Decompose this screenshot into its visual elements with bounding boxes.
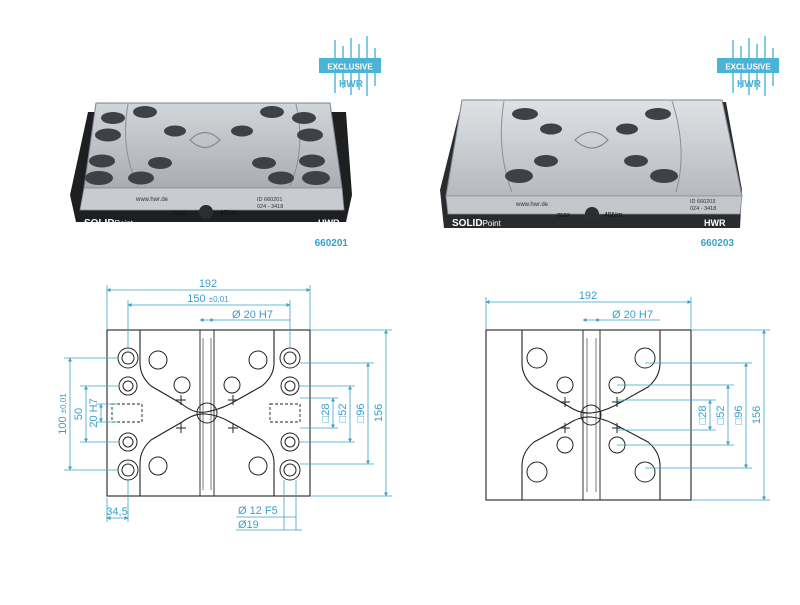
product-id: ID 660201 xyxy=(257,197,282,203)
dim-20h7: 20 H7 xyxy=(88,398,100,427)
torque-label: 45Nm xyxy=(220,210,239,217)
dim-spacing: 150 ±0,01 xyxy=(187,293,229,305)
badge-line1: EXCLUSIVE xyxy=(725,63,771,72)
dim-bore: Ø 20 H7 xyxy=(612,309,653,321)
product-photo-660201: www.hwr.de ID 660201 024 - 3418 max 45Nm… xyxy=(70,102,352,229)
dim-19: Ø19 xyxy=(238,519,259,531)
dimension-labels-right: 192 Ø 20 H7 156 □96 □52 □28 xyxy=(579,290,763,424)
dim-156: 156 xyxy=(751,406,763,424)
drawing-left: 192 150 ±0,01 Ø 20 H7 156 □96 □52 □28 10… xyxy=(57,278,392,531)
dim-156: 156 xyxy=(373,404,385,422)
dim-52: □52 xyxy=(715,406,727,425)
plate-outline-right xyxy=(485,329,692,501)
dim-96: □96 xyxy=(733,406,745,425)
part-number-660201: 660201 xyxy=(315,238,349,249)
product-code: 024 - 3418 xyxy=(690,206,716,212)
product-url: www.hwr.de xyxy=(135,197,169,203)
dim-96: □96 xyxy=(355,404,367,423)
badge-line2: HWR xyxy=(737,79,762,90)
bolt-holes-right xyxy=(526,347,656,483)
max-label: max xyxy=(557,212,571,219)
brand-logo: SOLIDPoint xyxy=(452,218,502,229)
plate-outline-left xyxy=(106,329,311,497)
dimension-labels-left: 192 150 ±0,01 Ø 20 H7 156 □96 □52 □28 10… xyxy=(57,278,385,531)
product-id: ID 660203 xyxy=(690,199,715,205)
exclusive-hwr-badge-left: EXCLUSIVE HWR xyxy=(319,36,381,96)
dim-100: 100 ±0,01 xyxy=(57,393,69,435)
dim-28: □28 xyxy=(320,404,332,423)
dim-width: 192 xyxy=(199,278,217,290)
part-number-660203: 660203 xyxy=(701,238,735,249)
dim-345: 34,5 xyxy=(106,506,127,518)
product-code: 024 - 3418 xyxy=(257,204,283,210)
torque-label: 45Nm xyxy=(604,212,623,219)
dim-width: 192 xyxy=(579,290,597,302)
dim-bore: Ø 20 H7 xyxy=(232,309,273,321)
brand-logo: SOLIDPoint xyxy=(84,218,134,229)
hwr-logo: HWR xyxy=(318,218,340,228)
exclusive-hwr-badge-right: EXCLUSIVE HWR xyxy=(717,36,779,96)
badge-line2: HWR xyxy=(339,79,364,90)
hwr-logo: HWR xyxy=(704,218,726,228)
drawing-right: 192 Ø 20 H7 156 □96 □52 □28 xyxy=(485,290,770,501)
product-photo-660203: www.hwr.de ID 660203 024 - 3418 max 45Nm… xyxy=(440,99,743,229)
dim-52: □52 xyxy=(337,404,349,423)
product-url: www.hwr.de xyxy=(515,202,549,208)
dim-50: 50 xyxy=(73,408,85,420)
dim-28: □28 xyxy=(697,406,709,425)
badge-line1: EXCLUSIVE xyxy=(327,63,373,72)
dim-12f5: Ø 12 F5 xyxy=(238,505,278,517)
max-label: max xyxy=(172,210,186,217)
